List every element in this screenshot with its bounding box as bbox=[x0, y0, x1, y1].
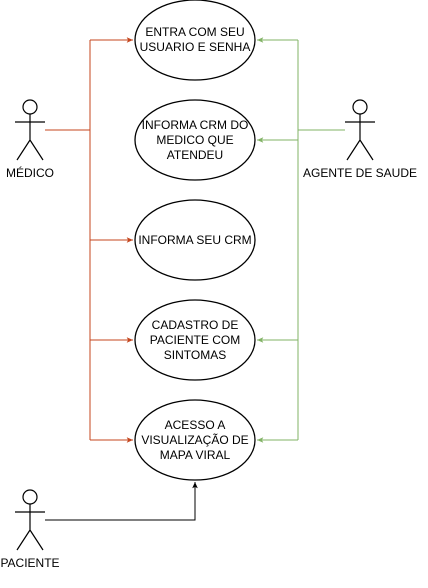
use-case-crm-medico[interactable]: INFORMA CRM DO MEDICO QUE ATENDEU bbox=[134, 99, 256, 181]
use-case-login-line-1: ENTRA COM SEU bbox=[145, 25, 244, 39]
use-case-mapa[interactable]: ACESSO A VISUALIZAÇÃO DE MAPA VIRAL bbox=[134, 399, 256, 481]
use-case-mapa-line-2: VISUALIZAÇÃO DE bbox=[141, 433, 248, 447]
medico-edges bbox=[45, 37, 133, 443]
actor-medico-label: MÉDICO bbox=[6, 165, 54, 180]
use-case-crm-medico-line-1: INFORMA CRM DO bbox=[142, 118, 249, 132]
use-case-login-ellipse bbox=[134, 0, 256, 81]
actor-paciente-label: PACIENTE bbox=[0, 556, 59, 570]
actor-medico-icon bbox=[15, 99, 45, 161]
actor-medico[interactable]: MÉDICO bbox=[6, 99, 54, 180]
actor-agente[interactable]: AGENTE DE SAUDE bbox=[303, 99, 417, 180]
paciente-mapa-edge bbox=[45, 482, 198, 521]
use-case-cadastro-ellipse bbox=[134, 299, 256, 381]
use-case-cadastro-line-3: SINTOMAS bbox=[164, 348, 226, 362]
use-case-crm-medico-line-2: MEDICO QUE bbox=[156, 133, 233, 147]
use-case-cadastro[interactable]: CADASTRO DE PACIENTE COM SINTOMAS bbox=[134, 299, 256, 381]
actor-paciente[interactable]: PACIENTE bbox=[0, 489, 60, 570]
use-case-cadastro-line-1: CADASTRO DE bbox=[152, 318, 239, 332]
use-case-crm-proprio-ellipse bbox=[134, 199, 256, 281]
actor-paciente-icon bbox=[15, 489, 45, 551]
actor-agente-icon bbox=[345, 99, 375, 161]
use-case-mapa-line-1: ACESSO A bbox=[165, 418, 226, 432]
agente-edges bbox=[257, 37, 345, 443]
use-case-login-line-2: USUARIO E SENHA bbox=[140, 40, 251, 54]
use-case-mapa-ellipse bbox=[134, 399, 256, 481]
use-case-cadastro-line-2: PACIENTE COM bbox=[150, 333, 240, 347]
use-case-crm-proprio-line-1: INFORMA SEU CRM bbox=[138, 233, 251, 247]
actor-agente-label: AGENTE DE SAUDE bbox=[303, 166, 417, 180]
use-case-crm-medico-ellipse bbox=[134, 99, 256, 181]
use-case-crm-proprio[interactable]: INFORMA SEU CRM bbox=[134, 199, 256, 281]
use-case-crm-medico-line-3: ATENDEU bbox=[167, 148, 223, 162]
use-case-login[interactable]: ENTRA COM SEU USUARIO E SENHA bbox=[134, 0, 256, 81]
use-case-mapa-line-3: MAPA VIRAL bbox=[160, 448, 231, 462]
